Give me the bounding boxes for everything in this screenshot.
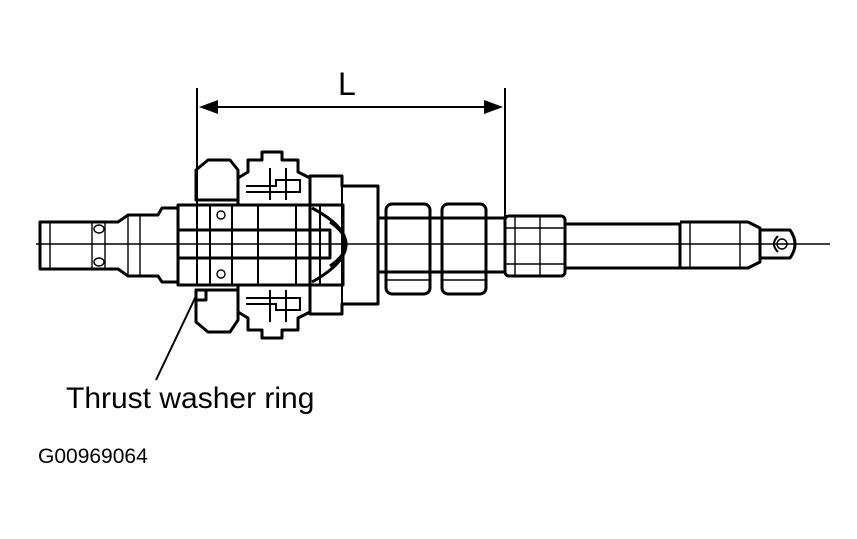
output-shaft-tail (565, 220, 797, 270)
bearing-journal (503, 214, 567, 278)
callout-leader (155, 288, 208, 381)
synchronizer-top (236, 150, 312, 207)
input-shaft-end (38, 206, 180, 284)
arrowhead-right (484, 100, 503, 114)
output-shaft-collars (378, 202, 505, 296)
arrowhead-left (199, 100, 218, 114)
inner-shaft (178, 206, 348, 284)
callout-label-thrust-washer: Thrust washer ring (66, 382, 315, 415)
figure-id: G00969064 (38, 445, 148, 468)
gear-body (308, 174, 380, 316)
synchronizer-bottom (236, 283, 312, 340)
dimension-label: L (338, 66, 356, 102)
